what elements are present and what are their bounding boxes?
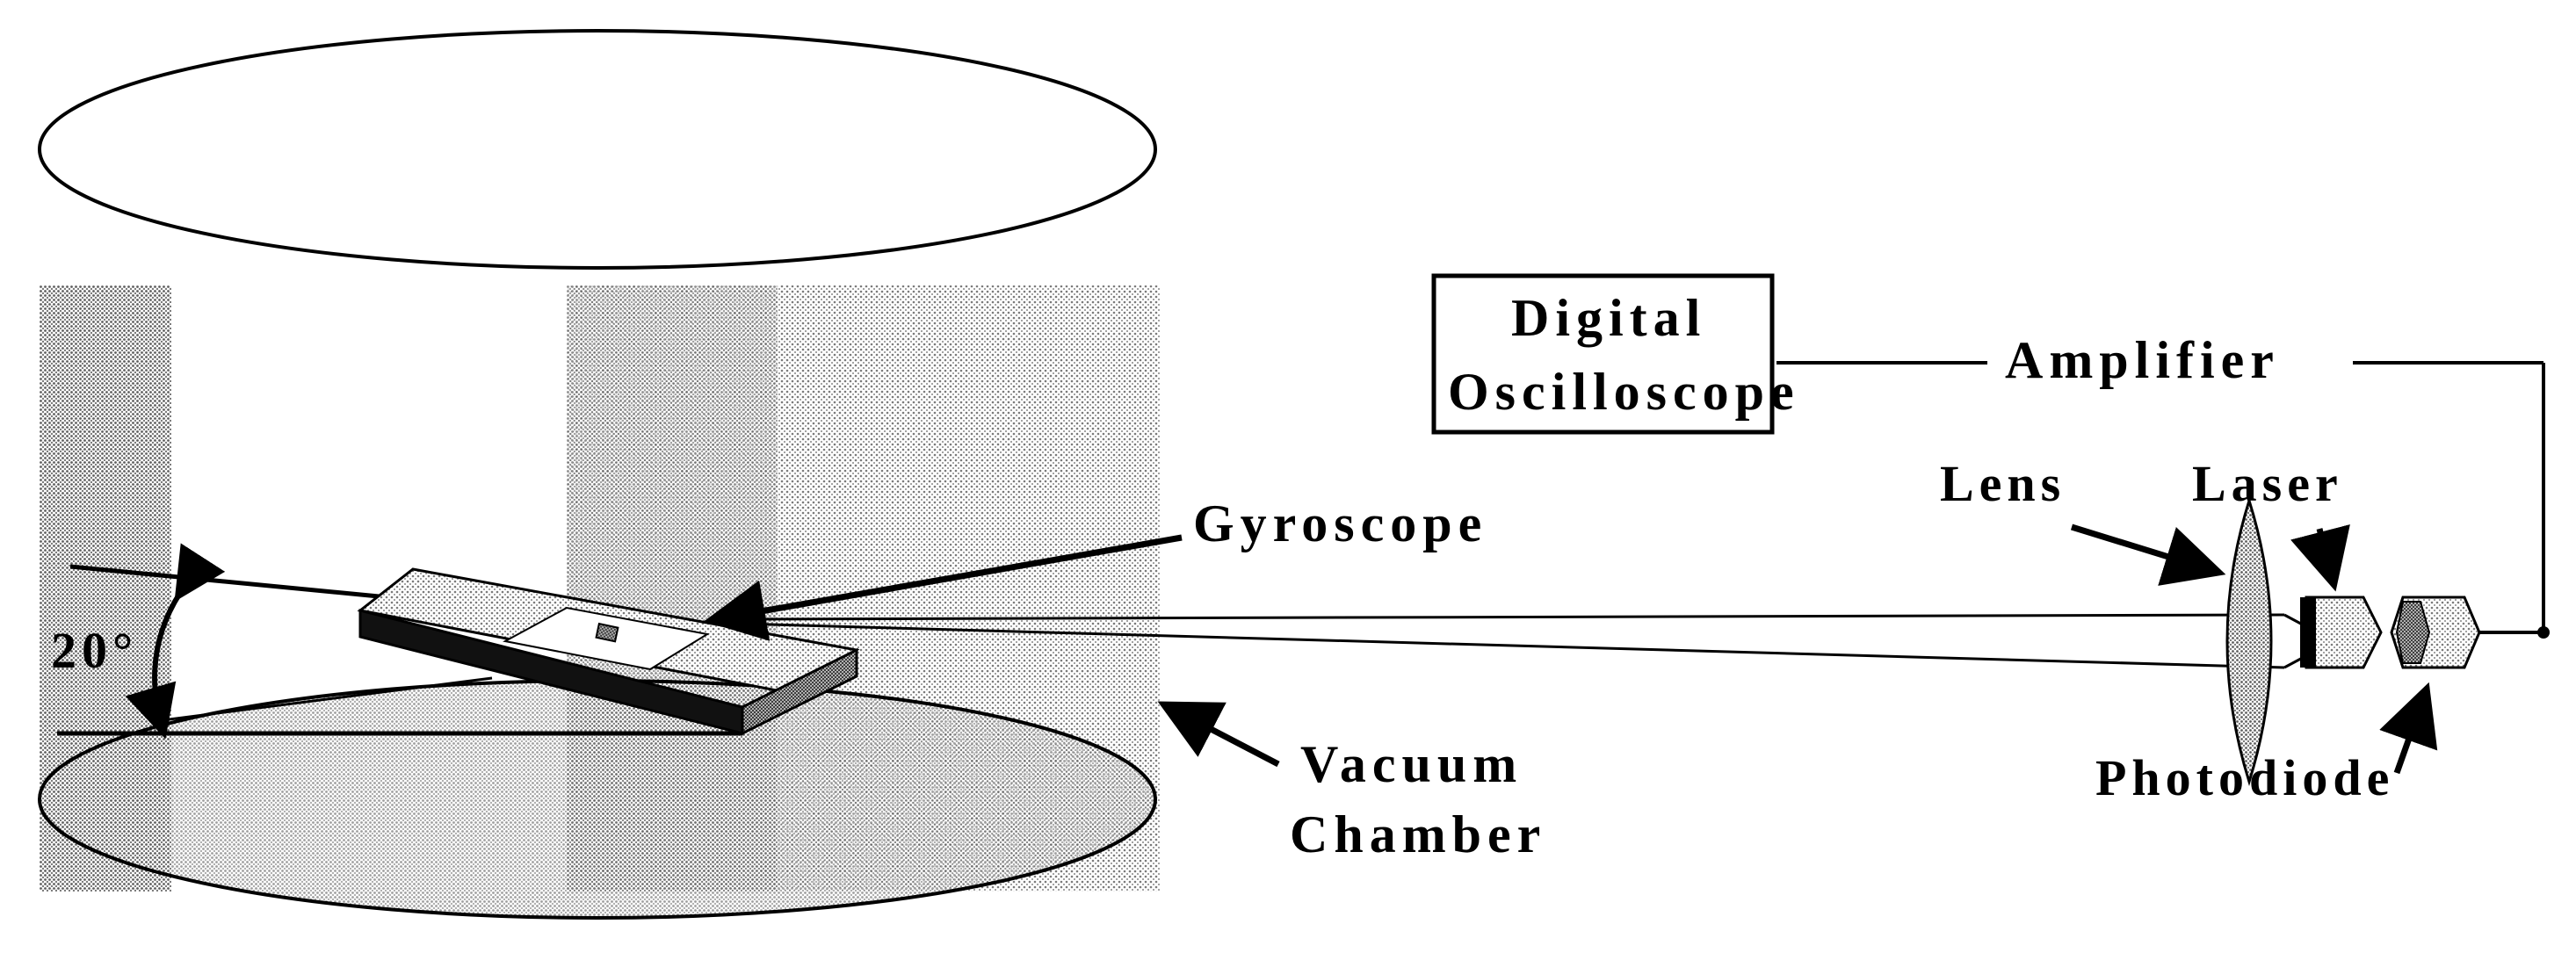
laser-label: Laser xyxy=(2192,455,2343,512)
chamber-lid xyxy=(38,29,1157,270)
angle-label: 20° xyxy=(51,622,138,679)
laser: Laser xyxy=(2192,455,2383,669)
chamber-label-line1: Vacuum xyxy=(1300,735,1523,793)
chamber-floor xyxy=(38,679,1157,920)
gyroscope-label: Gyroscope xyxy=(1193,495,1487,552)
lens: Lens xyxy=(1940,455,2273,787)
chamber-label-line2: Chamber xyxy=(1290,805,1546,863)
lens-label: Lens xyxy=(1940,455,2066,512)
vacuum-chamber xyxy=(38,29,1160,920)
oscilloscope-box: Digital Oscilloscope xyxy=(1431,273,1800,435)
gyroscope-callout: Gyroscope xyxy=(704,495,1487,641)
angle-arc xyxy=(125,543,226,740)
oscilloscope-label-line1: Digital xyxy=(1511,289,1706,347)
photodiode-label: Photodiode xyxy=(2095,749,2394,806)
gyroscope-block xyxy=(357,567,860,736)
chamber-callout: Vacuum Chamber xyxy=(1157,701,1546,863)
amplifier-label: Amplifier xyxy=(2005,331,2280,389)
photodiode: Photodiode xyxy=(2095,596,2550,806)
oscilloscope-label-line2: Oscilloscope xyxy=(1448,363,1800,421)
signal-wiring xyxy=(1776,361,2545,632)
